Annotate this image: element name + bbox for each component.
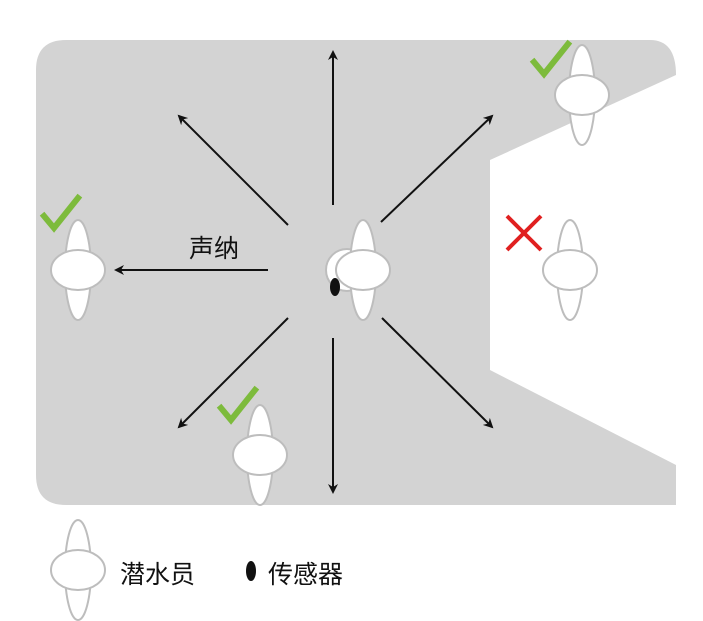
- diver-right-shadow: [542, 219, 598, 321]
- diver-center: [325, 219, 391, 321]
- arrow-down-left: [177, 317, 289, 429]
- arrow-down-right: [381, 317, 494, 429]
- check-icon: [216, 385, 260, 425]
- arrow-up-left: [177, 114, 289, 226]
- sonar-label: 声纳: [189, 234, 240, 263]
- sensor-icon: [330, 278, 340, 296]
- legend-diver-label: 潜水员: [120, 560, 196, 589]
- arrow-up-right: [380, 114, 494, 223]
- check-icon: [39, 193, 83, 233]
- legend-sensor-icon: [246, 561, 256, 581]
- check-icon: [529, 39, 573, 79]
- legend-diver-icon: [50, 519, 106, 621]
- cross-icon: [505, 214, 543, 252]
- legend-sensor-label: 传感器: [268, 560, 344, 589]
